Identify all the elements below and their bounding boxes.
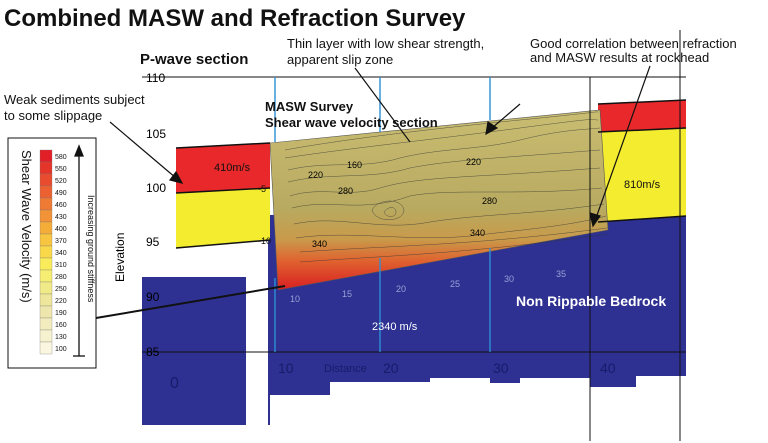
masw-distance-ticks: 10 15 20 25 30 35 xyxy=(290,269,566,304)
colorscale-swatch xyxy=(39,197,53,211)
right-red-layer xyxy=(598,100,686,132)
elevation-axis-title: Elevation xyxy=(113,233,127,282)
colorscale-value-label: 400 xyxy=(55,226,67,233)
elevation-tick-labels: 110 105 100 95 90 85 xyxy=(146,71,166,359)
distance-tick: 20 xyxy=(383,360,399,376)
colorscale-swatch xyxy=(39,209,53,223)
masw-distance-tick: 30 xyxy=(504,274,514,284)
annotation-weak-line2: to some slippage xyxy=(4,108,102,123)
colorscale-swatches: 580 550 520 490 460 430 400 370 340 310 280 250 220 1… xyxy=(39,149,67,355)
page-title: Combined MASW and Refraction Survey xyxy=(4,5,466,32)
contour-label-group: 160 220 220 280 280 340 340 xyxy=(308,157,497,249)
colorscale-swatch xyxy=(39,281,53,295)
colorscale-value-label: 490 xyxy=(55,190,67,197)
colorscale-swatch xyxy=(39,269,53,283)
distance-tick-labels: 0 10 20 30 40 xyxy=(170,360,616,392)
colorscale-value-label: 280 xyxy=(55,274,67,281)
masw-distance-tick: 15 xyxy=(342,289,352,299)
distance-tick: 40 xyxy=(600,360,616,376)
colorscale-swatch xyxy=(39,329,53,343)
colorscale-value-label: 580 xyxy=(55,154,67,161)
elevation-tick: 95 xyxy=(146,235,160,249)
colorscale-value-label: 250 xyxy=(55,286,67,293)
blue-gridlines xyxy=(274,77,491,352)
colorscale-value-label: 370 xyxy=(55,238,67,245)
distance-tick: 0 xyxy=(170,375,179,392)
colorscale-value-label: 130 xyxy=(55,334,67,341)
legend-pointer-line xyxy=(95,285,286,319)
left-yellow-layer xyxy=(176,188,270,248)
masw-section-sublabel: Shear wave velocity section xyxy=(265,115,438,130)
colorscale-swatch xyxy=(39,317,53,331)
contour-label: 340 xyxy=(470,228,485,238)
contour-label: 280 xyxy=(338,186,353,196)
left-velocity-label: 410m/s xyxy=(214,162,251,174)
annotation-good-line2: and MASW results at rockhead xyxy=(530,50,709,65)
colorscale-swatch xyxy=(39,293,53,307)
distance-axis-title: Distance xyxy=(324,363,367,375)
colorscale-value-label: 100 xyxy=(55,346,67,353)
elevation-tick: 105 xyxy=(146,127,166,141)
masw-distance-tick: 20 xyxy=(396,284,406,294)
colorscale-swatch xyxy=(39,185,53,199)
colorscale-arrow xyxy=(73,144,85,357)
contour-label: 220 xyxy=(308,170,323,180)
colorscale-swatch xyxy=(39,305,53,319)
colorscale-swatch xyxy=(39,173,53,187)
colorscale-value-label: 220 xyxy=(55,298,67,305)
distance-tick: 30 xyxy=(493,360,509,376)
masw-distance-tick: 35 xyxy=(556,269,566,279)
colorscale-swatch xyxy=(39,245,53,259)
elevation-tick: 100 xyxy=(146,181,166,195)
colorscale-value-label: 460 xyxy=(55,202,67,209)
masw-depth-tick: -10 xyxy=(258,236,271,246)
colorscale-value-label: 550 xyxy=(55,166,67,173)
annotation-arrows xyxy=(109,65,651,228)
elevation-tick: 90 xyxy=(146,290,160,304)
distance-tick: 10 xyxy=(278,360,294,376)
colorscale-value-label: 430 xyxy=(55,214,67,221)
colorscale-value-label: 340 xyxy=(55,250,67,257)
layer-boundaries xyxy=(175,99,687,249)
colorscale-value-label: 190 xyxy=(55,310,67,317)
contour-label: 340 xyxy=(312,239,327,249)
masw-section-label: MASW Survey xyxy=(265,99,354,114)
colorscale-arrow-label: Increasing ground stiffness xyxy=(86,195,96,303)
colorscale-value-label: 310 xyxy=(55,262,67,269)
annotation-thin-line2: apparent slip zone xyxy=(287,52,393,67)
masw-distance-tick: 25 xyxy=(450,279,460,289)
colorscale-value-label: 160 xyxy=(55,322,67,329)
colorscale-swatch xyxy=(39,221,53,235)
annotation-thin-line1: Thin layer with low shear strength, xyxy=(287,36,484,51)
colorscale-value-label: 520 xyxy=(55,178,67,185)
distance-gridlines xyxy=(589,30,681,441)
annotation-weak-line1: Weak sediments subject xyxy=(4,92,145,107)
colorscale-swatch xyxy=(39,149,53,163)
annotation-good-line1: Good correlation between refraction xyxy=(530,36,737,51)
contour-label: 280 xyxy=(482,196,497,206)
colorscale-swatch xyxy=(39,233,53,247)
colorscale-swatch xyxy=(39,161,53,175)
colorscale-swatch xyxy=(39,341,53,355)
elevation-tick: 110 xyxy=(146,71,165,85)
masw-distance-tick: 10 xyxy=(290,294,300,304)
left-red-layer xyxy=(176,143,270,193)
bedrock-velocity-label: 2340 m/s xyxy=(372,321,418,333)
right-velocity-label: 810m/s xyxy=(624,179,661,191)
masw-depth-tick: -5 xyxy=(258,184,266,194)
bedrock-label: Non Rippable Bedrock xyxy=(516,293,666,309)
pwave-section-label: P-wave section xyxy=(140,51,248,68)
elevation-tick: 85 xyxy=(146,345,160,359)
contour-label: 160 xyxy=(347,160,362,170)
contour-label: 220 xyxy=(466,157,481,167)
colorscale-title: Shear Wave Velocity (m/s) xyxy=(19,150,34,303)
colorscale-swatch xyxy=(39,257,53,271)
masw-contours xyxy=(284,111,608,263)
